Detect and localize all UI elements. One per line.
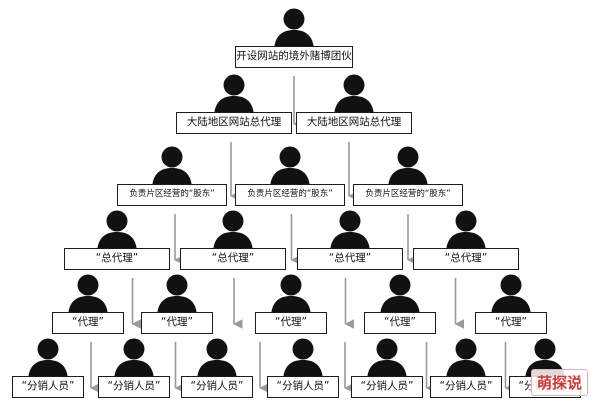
role-label: “分销人员” [98, 376, 170, 398]
node-level-5: “代理” [475, 272, 547, 334]
node-level-5: “代理” [141, 272, 213, 334]
role-label: 大陆地区网站总代理 [176, 112, 292, 134]
node-level-6: “分销人员” [12, 336, 84, 398]
node-level-4: “总代理” [64, 208, 170, 270]
role-label: “总代理” [297, 248, 403, 270]
node-level-4: “总代理” [180, 208, 286, 270]
role-label: “分销人员” [351, 376, 423, 398]
role-label: “总代理” [413, 248, 519, 270]
node-level-3: 负责片区经营的“股东” [235, 144, 345, 206]
node-level-6: “分销人员” [351, 336, 423, 398]
role-label: 负责片区经营的“股东” [117, 184, 227, 206]
node-level-1: 开设网站的境外赌博团伙 [235, 6, 353, 68]
role-label: 大陆地区网站总代理 [296, 112, 412, 134]
role-label: “代理” [364, 312, 436, 334]
role-label: “分销人员” [430, 376, 502, 398]
node-level-6: “分销人员” [430, 336, 502, 398]
role-label: “总代理” [64, 248, 170, 270]
node-level-6: “分销人员” [98, 336, 170, 398]
role-label: “分销人员” [267, 376, 339, 398]
role-label: “代理” [141, 312, 213, 334]
node-level-3: 负责片区经营的“股东” [353, 144, 463, 206]
node-level-5: “代理” [364, 272, 436, 334]
node-level-4: “总代理” [413, 208, 519, 270]
node-level-3: 负责片区经营的“股东” [117, 144, 227, 206]
role-label: “代理” [52, 312, 124, 334]
role-label: “代理” [255, 312, 327, 334]
node-level-6: “分销人员” [267, 336, 339, 398]
role-label: “代理” [475, 312, 547, 334]
node-level-4: “总代理” [297, 208, 403, 270]
role-label: 开设网站的境外赌博团伙 [235, 46, 353, 68]
watermark-logo: 萌探说 [530, 369, 588, 396]
node-level-5: “代理” [255, 272, 327, 334]
node-level-2: 大陆地区网站总代理 [176, 72, 292, 134]
role-label: “总代理” [180, 248, 286, 270]
role-label: “分销人员” [181, 376, 253, 398]
role-label: “分销人员” [12, 376, 84, 398]
node-level-5: “代理” [52, 272, 124, 334]
role-label: 负责片区经营的“股东” [353, 184, 463, 206]
node-level-2: 大陆地区网站总代理 [296, 72, 412, 134]
role-label: 负责片区经营的“股东” [235, 184, 345, 206]
node-level-6: “分销人员” [181, 336, 253, 398]
